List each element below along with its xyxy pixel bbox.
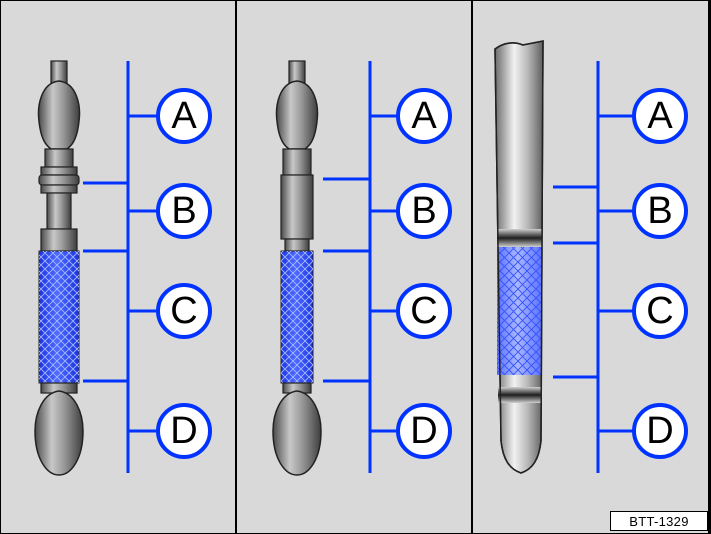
dipstick-blade [494,40,544,474]
tool-plain [272,60,322,476]
tool-collared [34,60,84,476]
panel-2: A B C D [237,1,473,533]
callout-c: C [632,283,688,339]
callout-b: B [396,183,452,239]
callout-d: D [396,403,452,459]
leader-lines-2 [323,61,397,473]
callout-d: D [156,403,212,459]
panel-1: A B C D [1,1,237,533]
callout-c: C [396,283,452,339]
callout-d: D [632,403,688,459]
callout-a: A [156,88,212,144]
leader-lines-1 [83,61,157,473]
callout-c: C [156,283,212,339]
panel-2-illustration [272,60,397,476]
panel-1-illustration [34,60,157,476]
panel-3: A B C D [473,1,710,533]
panel-3-illustration [494,40,633,474]
callout-a: A [396,88,452,144]
callout-b: B [632,183,688,239]
callout-a: A [632,88,688,144]
leader-lines-3 [553,61,633,473]
callout-b: B [156,183,212,239]
figure-reference-label: BTT-1329 [610,511,708,531]
